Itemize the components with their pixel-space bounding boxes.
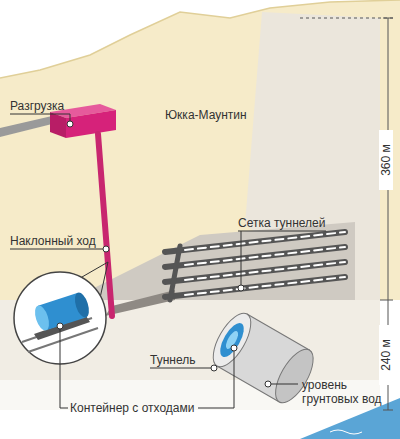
- leader-lines: [10, 114, 326, 408]
- tunnel-dash: [185, 247, 345, 265]
- leader-dot: [67, 121, 73, 127]
- unloading-building-side: [66, 110, 116, 138]
- part-label: уровень грунтовых вод: [302, 378, 398, 406]
- dimension-label: 360 м: [379, 130, 393, 190]
- dimension-label: 240 м: [379, 325, 393, 385]
- access-drift: [105, 290, 175, 316]
- water-wave: [330, 430, 362, 434]
- dimension-lines: [300, 18, 394, 410]
- conveyor: [0, 116, 52, 137]
- leader-line: [198, 348, 234, 408]
- main-drift: [170, 246, 180, 300]
- dimension-tick: [383, 410, 393, 411]
- part-label: Наклонный ход: [10, 234, 130, 248]
- tunnel-grid: [165, 232, 345, 300]
- leader-line: [268, 384, 298, 385]
- rail: [28, 328, 98, 352]
- unloading-building-front: [50, 112, 66, 138]
- inset-leader: [100, 262, 108, 298]
- leader-line: [241, 231, 242, 288]
- container-front: [216, 320, 249, 361]
- waste-container: [32, 291, 91, 332]
- leader-line: [150, 368, 214, 369]
- cart-inset: [14, 262, 108, 364]
- container-core: [224, 329, 241, 350]
- leader-dot: [103, 246, 109, 252]
- leader-line: [60, 326, 68, 408]
- container-front: [32, 304, 51, 332]
- leader-dot: [231, 345, 237, 351]
- leader-dot: [57, 323, 63, 329]
- part-label: Сетка туннелей: [238, 216, 368, 230]
- terrain-edge: [0, 0, 400, 78]
- leader-line: [10, 249, 106, 250]
- leader-dot: [238, 285, 244, 291]
- container-end: [72, 291, 91, 319]
- tunnel-front: [206, 308, 259, 373]
- leader-dot: [265, 381, 271, 387]
- leader-dots: [57, 121, 271, 387]
- dimension-tick: [380, 300, 393, 301]
- dimension-guide: [300, 18, 394, 19]
- inset-leader: [82, 262, 108, 277]
- tunnel-dash: [185, 277, 345, 295]
- part-label: Контейнер с отходами: [70, 401, 210, 415]
- inclined-ramp: [98, 134, 112, 316]
- part-label: Туннель: [150, 353, 230, 367]
- dimension-tick: [383, 18, 393, 19]
- leader-dot: [211, 365, 217, 371]
- mountain-body: [0, 0, 400, 300]
- leader-line: [238, 231, 326, 232]
- tunnel-dash: [185, 262, 345, 280]
- tunnel-dash: [185, 232, 345, 250]
- part-label: Разгрузка: [10, 99, 120, 113]
- mountain-label: Юкка-Маунтин: [165, 108, 285, 122]
- leader-line: [10, 114, 70, 124]
